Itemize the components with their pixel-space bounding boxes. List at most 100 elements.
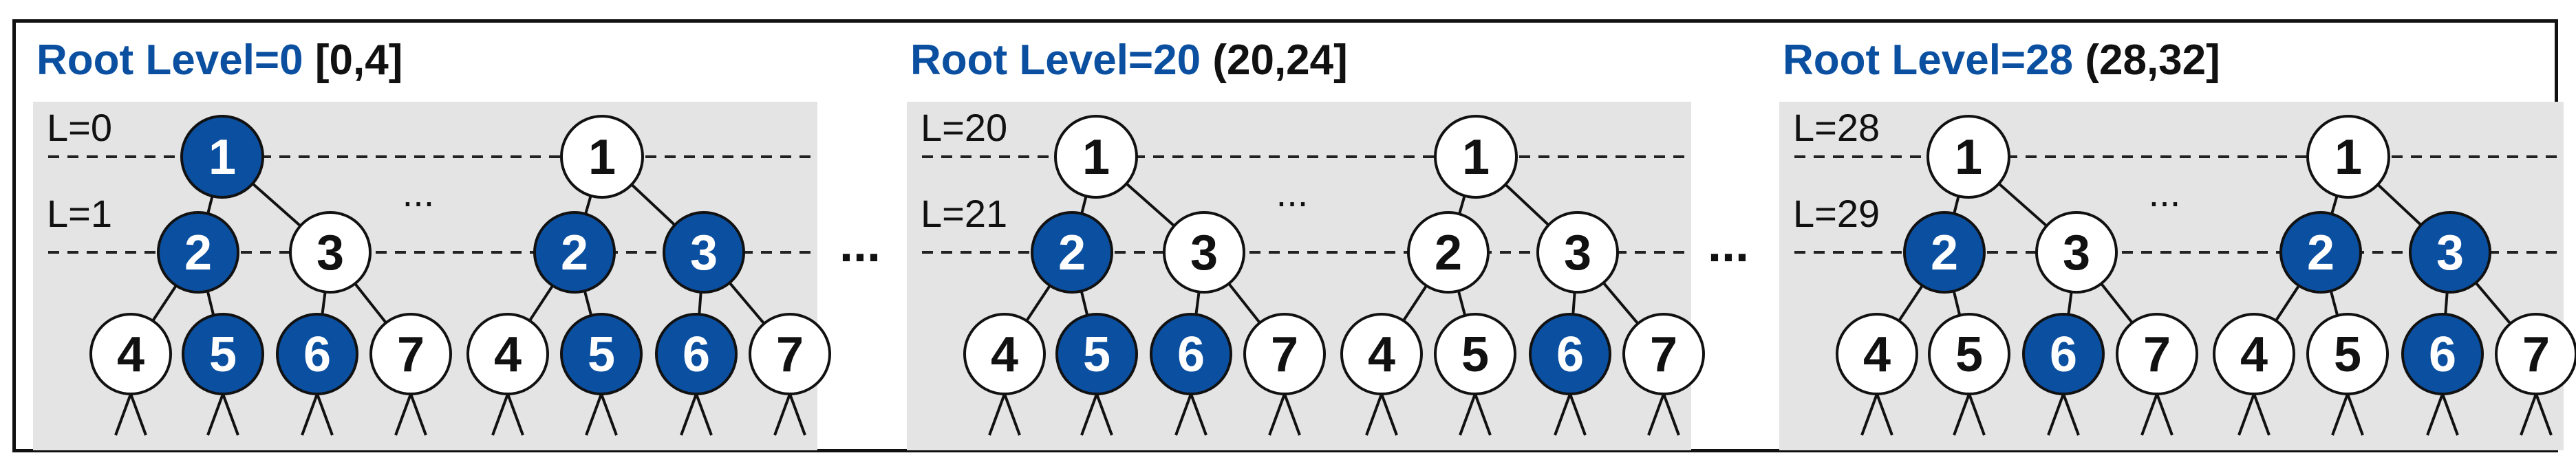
leaf-child-edge: [1647, 393, 1665, 436]
leaf-child-edge: [1860, 393, 1878, 436]
leaf-child-edge: [206, 393, 224, 436]
tree-node-label: 6: [1556, 327, 1584, 382]
leaf-child-edge: [2346, 393, 2364, 436]
tree-node-label: 4: [2240, 327, 2268, 382]
tree-node-label: 7: [776, 327, 804, 382]
level-label: L=20: [921, 106, 1007, 149]
tree-node-label: 1: [1082, 130, 1110, 185]
leaf-child-edge: [1662, 393, 1680, 436]
tree-node-circle: [2035, 211, 2118, 294]
tree-node-5: 5: [1434, 313, 1516, 395]
leaf-child-edge: [680, 393, 698, 436]
tree-node-label: 5: [1955, 327, 1983, 382]
tree-node-7: 7: [749, 313, 831, 395]
tree-node-circle: [963, 313, 1046, 395]
tree-node-label: 5: [1083, 327, 1110, 382]
tree-node-circle: [1434, 313, 1516, 395]
tree-node-circle: [2213, 313, 2295, 395]
leaf-child-edge: [1953, 393, 1971, 436]
tree-node-circle: [2409, 211, 2491, 294]
tree-node-label: 3: [2063, 226, 2090, 280]
panel-title: Root Level=20 (20,24]: [910, 36, 1348, 84]
tree-node-5-selected: 5: [1055, 313, 1138, 395]
tree-node-circle: [89, 313, 172, 395]
level-label: L=28: [1793, 106, 1880, 149]
leaf-child-edge: [2253, 393, 2271, 436]
tree-node-label: 5: [588, 327, 615, 382]
tree-node-circle: [182, 313, 264, 395]
inner-ellipsis: ...: [2149, 171, 2181, 214]
tree-node-circle: [466, 313, 549, 395]
inner-ellipsis: ...: [1276, 171, 1309, 214]
tree-node-6-selected: 6: [276, 313, 358, 395]
tree-node-1: 1: [1434, 115, 1518, 199]
tree-node-circle: [1031, 211, 1113, 294]
tree-node-label: 6: [303, 327, 331, 382]
tree-node-4: 4: [963, 313, 1046, 395]
tree-node-1: 1: [560, 115, 644, 199]
tree-node-circle: [1529, 313, 1611, 395]
leaf-child-edge: [114, 393, 132, 436]
tree-node-2: 2: [1407, 211, 1490, 294]
tree-node-circle: [560, 313, 643, 395]
tree-node-2-selected: 2: [1031, 211, 1113, 294]
leaf-child-edge: [2520, 393, 2537, 436]
leaf-child-edge: [1080, 393, 1098, 436]
panel-title-level: Root Level=0: [36, 36, 315, 84]
tree-node-circle: [276, 313, 358, 395]
tree-node-circle: [1622, 313, 1705, 395]
tree-node-circle: [2116, 313, 2198, 395]
tree-node-circle: [157, 211, 239, 294]
tree-node-label: 7: [2522, 327, 2550, 382]
panel-title-range: (28,32]: [2085, 36, 2220, 84]
tree-node-circle: [1434, 115, 1518, 199]
leaf-child-edge: [2535, 393, 2553, 436]
tree-node-label: 5: [209, 327, 237, 382]
tree-node-label: 6: [2429, 327, 2456, 382]
tree-node-label: 2: [1058, 226, 1086, 280]
leaf-child-edge: [409, 393, 427, 436]
tree-node-circle: [2306, 115, 2390, 199]
tree-node-2-selected: 2: [533, 211, 616, 294]
tree-node-circle: [1055, 313, 1138, 395]
tree-node-label: 1: [1462, 130, 1490, 185]
leaf-child-edge: [1569, 393, 1587, 436]
between-panels-ellipsis: ...: [839, 217, 881, 272]
tree-node-label: 2: [2307, 226, 2334, 280]
tree-node-label: 7: [1650, 327, 1677, 382]
leaf-child-edge: [600, 393, 618, 436]
tree-node-label: 3: [690, 226, 718, 280]
between-panels-ellipsis: ...: [1708, 217, 1749, 272]
leaf-child-edge: [1968, 393, 1986, 436]
leaf-child-edge: [773, 393, 791, 436]
tree-node-label: 1: [1955, 130, 1982, 185]
tree-node-6-selected: 6: [2401, 313, 2484, 395]
tree-node-3: 3: [2035, 211, 2118, 294]
tree-node-label: 3: [316, 226, 344, 280]
panel-title-level: Root Level=28: [1783, 36, 2085, 84]
tree-node-label: 4: [117, 327, 144, 382]
tree-node-circle: [1928, 313, 2010, 395]
tree-node-circle: [1163, 211, 1245, 294]
tree-node-5: 5: [2306, 313, 2389, 395]
tree-node-7: 7: [2116, 313, 2198, 395]
leaf-child-edge: [301, 393, 319, 436]
tree-node-6-selected: 6: [1529, 313, 1611, 395]
tree-node-circle: [2306, 313, 2389, 395]
leaf-child-edge: [2047, 393, 2065, 436]
leaf-child-edge: [2237, 393, 2255, 436]
tree-node-circle: [2401, 313, 2484, 395]
tree-node-5-selected: 5: [560, 313, 643, 395]
tree-node-label: 5: [2334, 327, 2361, 382]
tree-node-label: 3: [2436, 226, 2464, 280]
tree-node-2-selected: 2: [2279, 211, 2362, 294]
tree-node-3-selected: 3: [663, 211, 745, 294]
level-label: L=21: [921, 192, 1007, 235]
tree-node-circle: [2022, 313, 2105, 395]
tree-node-3-selected: 3: [2409, 211, 2491, 294]
leaf-child-edge: [1876, 393, 1893, 436]
leaf-child-edge: [1380, 393, 1398, 436]
